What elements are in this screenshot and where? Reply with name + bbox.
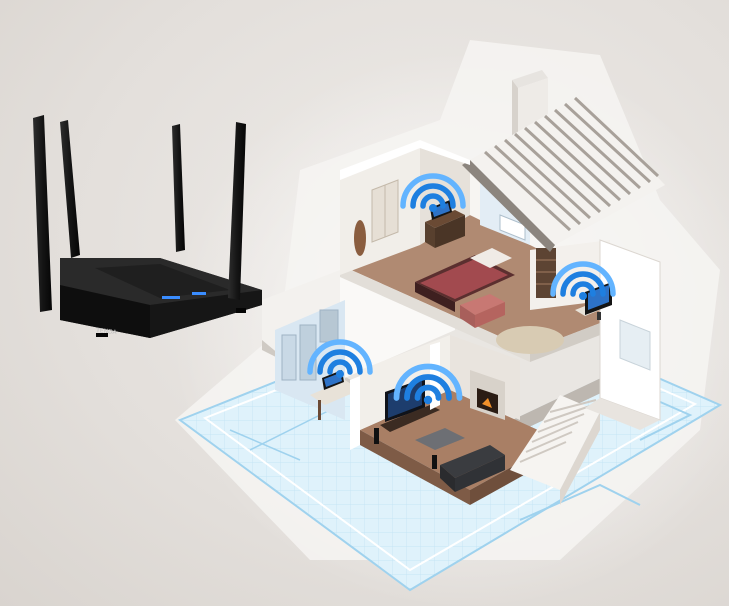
wifi-arc (307, 339, 373, 375)
wifi-arc (570, 281, 596, 297)
wifi-signals (307, 173, 616, 405)
coffee-table (415, 428, 465, 450)
wifi-arc (414, 384, 442, 401)
speaker-right (432, 455, 437, 469)
wifi-signal-living-room (393, 363, 463, 405)
router-antenna-front-left (33, 115, 52, 312)
wifi-signal-bedroom (400, 173, 466, 212)
wifi-dot (579, 292, 587, 300)
wifi-arc (550, 261, 616, 297)
upper-floor-slab (340, 215, 660, 350)
bed (415, 248, 515, 312)
router-led-1 (162, 296, 180, 299)
router-antenna-back-left (60, 120, 80, 258)
wifi-dot (423, 395, 433, 405)
wifi-dot (429, 204, 437, 212)
router-brand-label: TENDA (95, 327, 118, 336)
fireplace (470, 370, 505, 420)
staircase (510, 395, 600, 505)
dresser (425, 210, 465, 228)
wifi-arc (327, 359, 353, 375)
house-cutaway (262, 70, 665, 505)
wifi-arc (420, 193, 446, 209)
wifi-arc (400, 173, 466, 209)
wifi-arc (560, 271, 606, 297)
roof (462, 95, 665, 252)
router-antenna-back-right (172, 124, 185, 252)
area-rug (496, 326, 564, 354)
wifi-arc (404, 374, 452, 401)
wifi-dot (336, 370, 344, 378)
wifi-router: TENDA (33, 115, 262, 338)
wifi-arc (393, 363, 463, 401)
wifi-signal-kitchen (307, 339, 373, 378)
wifi-signal-office (550, 261, 616, 300)
sofa (440, 445, 505, 492)
wifi-arc (317, 349, 363, 375)
wifi-arc (410, 183, 456, 209)
router-antenna-front-right (228, 122, 246, 300)
speaker-left (374, 428, 379, 444)
standing-mirror (354, 220, 366, 256)
router-led-2 (192, 292, 206, 295)
